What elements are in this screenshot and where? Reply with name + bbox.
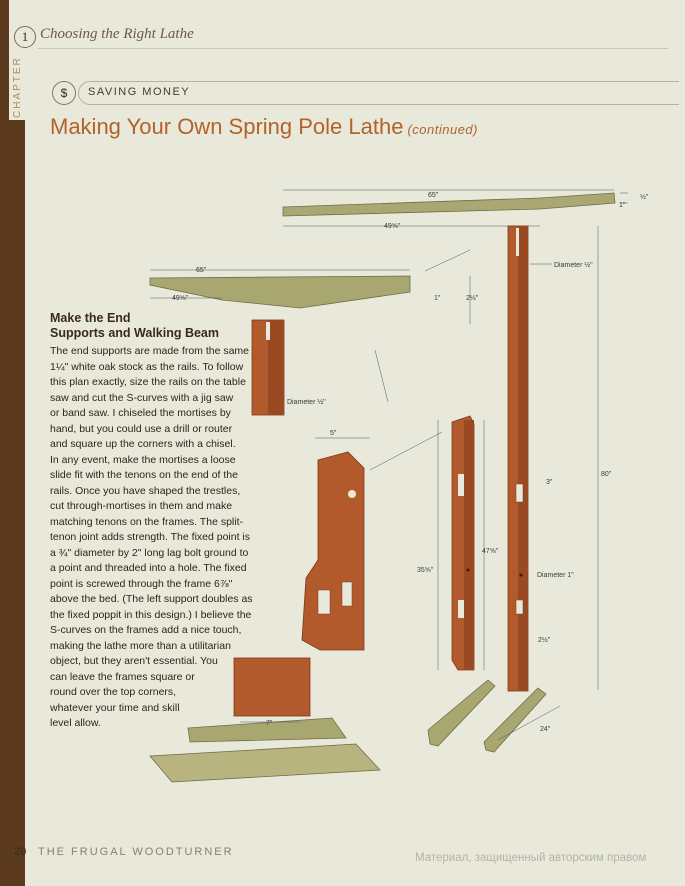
dim-beam-top-height: 1" <box>619 202 626 209</box>
body-line: rails. Once you have shaped the trestles… <box>50 484 241 497</box>
body-line: 1¼" white oak stock as the rails. To fol… <box>50 360 244 373</box>
dim-small-dowel: Diameter ½" <box>287 398 326 406</box>
chapter-title: Choosing the Right Lathe <box>40 26 194 42</box>
body-line: round over the top corners, <box>50 686 177 698</box>
dim-beam-mid-half: 49⅝" <box>172 295 189 302</box>
page-number: 20 <box>14 846 27 858</box>
page-spine <box>0 0 9 886</box>
dim-mortise-width: 3" <box>546 479 553 486</box>
body-line: point is screwed through the frame 6⅞" <box>50 577 233 590</box>
tall-post <box>507 225 599 692</box>
body-line: In any event, make the mortises a loose <box>50 453 236 466</box>
page-title-text: Making Your Own Spring Pole Lathe <box>50 114 404 139</box>
dim-frame-height-a: 35⅝" <box>417 567 434 574</box>
body-line: saw and cut the S-curves with a jig saw <box>50 391 234 404</box>
body-line: tenon joint adds strength. The fixed poi… <box>50 531 251 543</box>
body-line: whatever your time and skill <box>50 701 180 714</box>
article-body: The end supports are made from the same … <box>50 344 253 732</box>
end-support-frame <box>437 415 485 671</box>
section-label: SAVING MONEY <box>88 86 191 98</box>
body-line: S-curves on the frames add a nice touch, <box>50 624 242 636</box>
body-line: cut through-mortises in them and make <box>50 500 233 512</box>
frame-detail <box>301 431 443 651</box>
body-line: the fixed poppit in this design.) I beli… <box>50 608 252 621</box>
body-line: or band saw. I chiseled the mortises by <box>50 407 231 419</box>
page-spine-band <box>9 120 25 886</box>
dim-foot-height: 2½" <box>538 636 551 644</box>
dim-beam-top-length: 65" <box>428 192 439 199</box>
page-title: Making Your Own Spring Pole Lathe(contin… <box>50 114 478 140</box>
feet <box>427 679 561 753</box>
dim-post-hole: Diameter 1" <box>537 572 574 579</box>
body-line: object, but they aren't essential. You <box>50 655 218 667</box>
body-line: hand, but you could use a drill or route… <box>50 422 233 435</box>
dim-beam-mid-height: 2½" <box>466 294 479 302</box>
body-line: can leave the frames square or <box>50 670 195 683</box>
walking-beam-top <box>282 189 628 227</box>
body-line: this plan exactly, size the rails on the… <box>50 376 246 388</box>
subhead-line-2: Supports and Walking Beam <box>50 326 220 340</box>
walking-beam-middle <box>149 249 471 324</box>
section-subhead: Make the End Supports and Walking Beam <box>50 311 250 341</box>
dim-post-height: 80" <box>601 471 612 478</box>
page-title-suffix: (continued) <box>407 122 478 137</box>
copyright-watermark: Материал, защищенный авторским правом <box>415 852 647 864</box>
dim-foot-spread: 24" <box>540 726 551 733</box>
dim-frame-height-b: 47⅝" <box>482 548 499 555</box>
body-line: matching tenons on the frames. The split… <box>50 515 243 528</box>
dim-frame-width: 5" <box>330 430 337 437</box>
body-line: and square up the corners with a chisel. <box>50 438 236 450</box>
body-line: level allow. <box>50 717 101 729</box>
section-banner <box>78 81 679 105</box>
body-line: The end supports are made from the same <box>50 345 250 357</box>
post-detail <box>251 319 389 416</box>
body-line: above the bed. (The left support doubles… <box>50 593 253 605</box>
dim-post-dowel: Diameter ½" <box>554 261 593 269</box>
chapter-number-badge: 1 <box>14 26 36 48</box>
dim-beam-top-half: 49⅝" <box>384 223 401 230</box>
dim-beam-top-thickness: ½" <box>640 193 649 201</box>
running-footer-title: THE FRUGAL WOODTURNER <box>38 846 234 858</box>
body-line: slide fit with the tenons on the end of … <box>50 469 238 481</box>
dim-beam-mid-length: 65" <box>196 267 207 274</box>
body-line: making the lathe more than a utilitarian <box>50 639 231 652</box>
body-line: a point and threaded into a hole. The fi… <box>50 562 247 574</box>
base-detail <box>149 657 381 783</box>
dim-base-width: 7" <box>266 720 273 727</box>
dollar-sign-icon: $ <box>52 81 76 105</box>
body-line: a ¾" diameter by 2" long lag bolt ground… <box>50 546 249 559</box>
dim-beam-mid-thickness: 1" <box>434 295 441 302</box>
header-rule <box>38 48 668 49</box>
subhead-line-1: Make the End <box>50 311 131 325</box>
